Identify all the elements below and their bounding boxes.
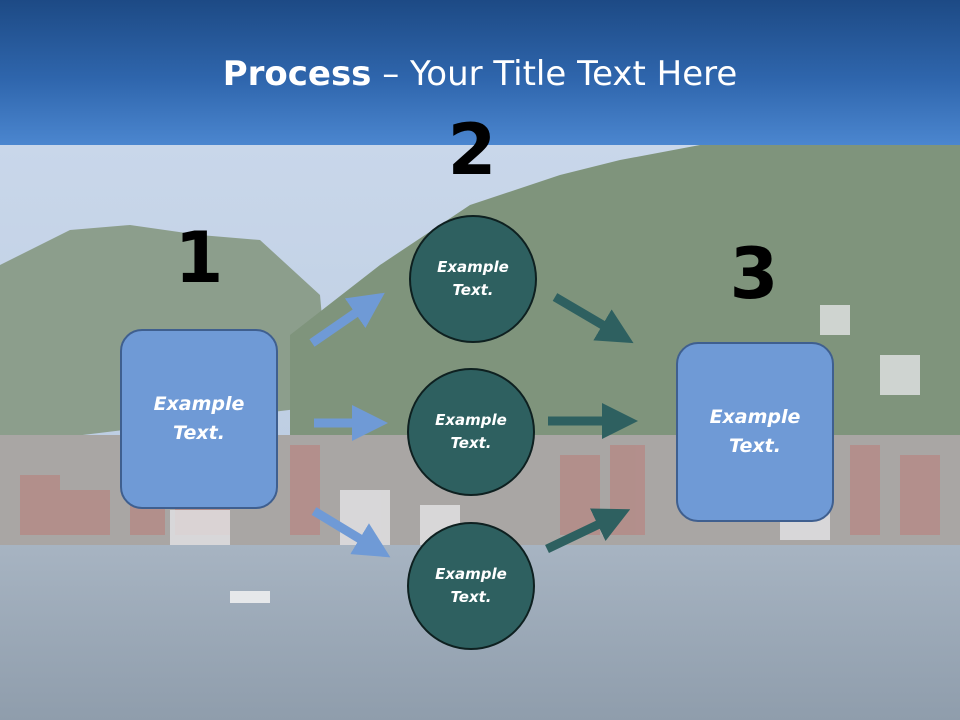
arrow-1-to-top [309, 292, 385, 347]
step-number-2: 2 [447, 109, 497, 191]
slide-title: Process – Your Title Text Here [0, 52, 960, 96]
arrow-1-to-bottom [311, 507, 391, 558]
middle-node-top: Example Text. [409, 215, 537, 343]
arrow-bottom-to-3 [545, 508, 631, 554]
middle-node-bottom-label: Example Text. [435, 565, 507, 606]
step-number-1: 1 [174, 217, 224, 299]
middle-node-center: Example Text. [407, 368, 535, 496]
step-3-label: Example Text. [709, 406, 801, 457]
title-rest-part: – Your Title Text Here [371, 54, 738, 94]
title-bold-part: Process [222, 54, 372, 94]
middle-node-bottom: Example Text. [407, 522, 535, 650]
title-bar: Process – Your Title Text Here [0, 0, 960, 145]
step-1-label: Example Text. [153, 393, 245, 444]
middle-node-center-label: Example Text. [435, 411, 507, 452]
step-number-3: 3 [729, 233, 779, 315]
step-1-box: Example Text. [120, 329, 278, 509]
arrow-top-to-3 [552, 293, 634, 344]
step-3-box: Example Text. [676, 342, 834, 522]
middle-node-top-label: Example Text. [437, 258, 509, 299]
